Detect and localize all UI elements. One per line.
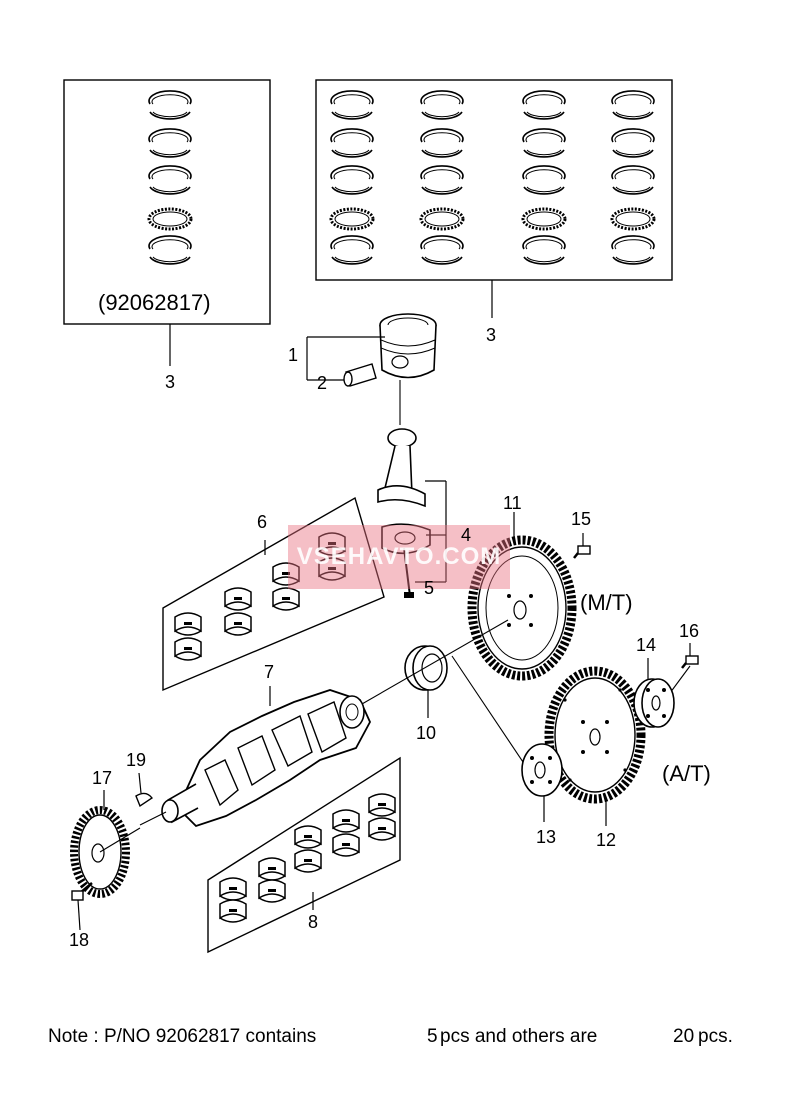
note-qty-a: 5 (427, 1026, 438, 1047)
main-bearing-set (207, 756, 401, 954)
piston-pin (307, 363, 377, 387)
watermark: VSEHAVTO.COM (288, 525, 510, 589)
callout-19: 19 (126, 750, 147, 770)
con-rod-bearing-set (162, 496, 385, 692)
flywheel-manual (467, 512, 577, 681)
callout-2: 2 (317, 373, 328, 393)
callout-8: 8 (308, 912, 319, 932)
callout-4: 4 (461, 525, 472, 545)
drive-plate-automatic (544, 666, 646, 826)
ring-set-box-right (315, 79, 673, 318)
flywheel-bolt (573, 533, 591, 559)
ring-set-box-left (63, 79, 271, 366)
callout-1: 1 (288, 345, 299, 365)
rear-oil-seal (404, 645, 448, 718)
callout-10: 10 (416, 723, 437, 743)
reinforcement-plate (633, 658, 675, 728)
callout-13: 13 (536, 827, 557, 847)
callout-12: 12 (596, 830, 617, 850)
drive-plate-bolt (681, 643, 699, 669)
drive-plate-adapter (521, 743, 563, 822)
ring-set-part-number: (92062817) (98, 290, 211, 315)
callout-18: 18 (69, 930, 90, 950)
callout-5: 5 (424, 578, 435, 598)
callout-7: 7 (264, 662, 275, 682)
variant-automatic-label: (A/T) (662, 761, 711, 786)
note-qty-b: 20 (673, 1026, 695, 1047)
callout-3-right: 3 (486, 325, 497, 345)
callout-3-left: 3 (165, 372, 176, 392)
connecting-rod (377, 428, 447, 598)
note-mid: pcs and others are (440, 1026, 598, 1047)
note-suffix: pcs. (698, 1026, 733, 1047)
callout-15: 15 (571, 509, 592, 529)
piston (306, 313, 437, 380)
woodruff-key (135, 772, 154, 808)
callout-6: 6 (257, 512, 268, 532)
callout-16: 16 (679, 621, 700, 641)
crankshaft (139, 686, 372, 828)
callout-11: 11 (503, 493, 522, 513)
note-prefix: Note : P/NO 92062817 contains (48, 1026, 317, 1047)
callout-14: 14 (636, 635, 657, 655)
variant-manual-label: (M/T) (580, 590, 633, 615)
callout-17: 17 (92, 768, 113, 788)
crank-sprocket (70, 790, 141, 898)
sprocket-bolt (71, 882, 93, 931)
